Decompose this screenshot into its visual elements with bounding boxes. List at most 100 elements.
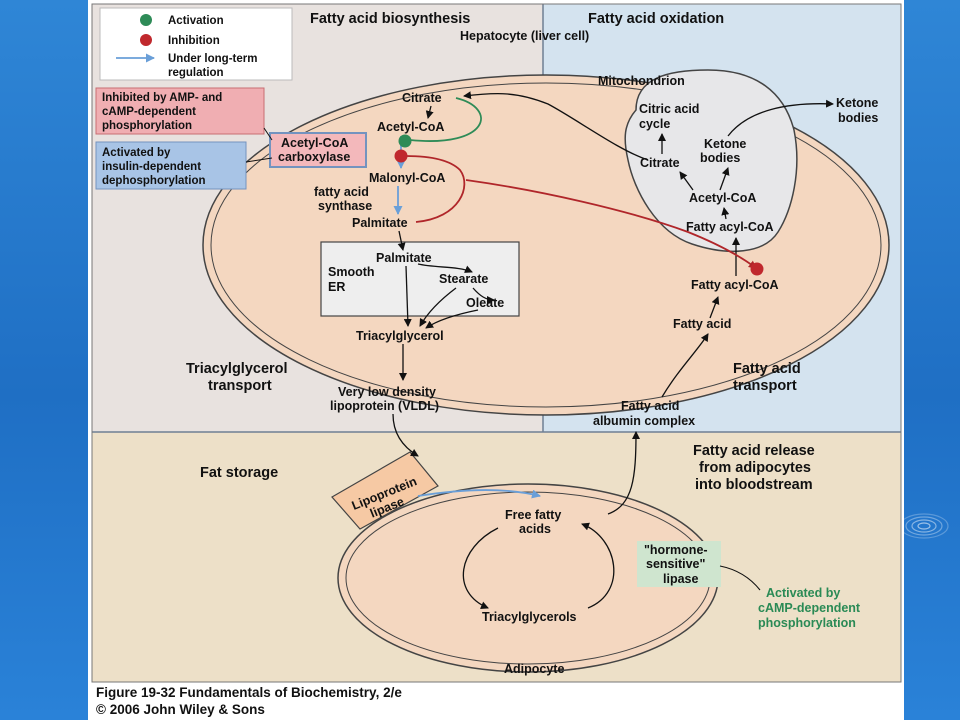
fa-albumin-node-line-2: albumin complex [593,414,695,428]
arrow-albumin-to-fatty-acid [661,333,709,398]
activated-note-box [95,141,247,190]
vldl-node-line-1: Very low density [338,385,436,399]
triacylglycerols-node: Triacylglycerols [482,610,577,624]
fatty-acid-metabolism-figure: Activation Inhibition Under long-term re… [91,3,902,717]
arrow-vldl-to-lipase [392,413,419,457]
tag-transport-header-line-1: Triacylglycerol [186,361,288,377]
legend-regulation-line-2: regulation [168,67,224,79]
arrow-ketone-bodies-to-exit [727,99,834,137]
adipocyte-label: Adipocyte [504,662,564,676]
lipoprotein-lipase-tag: Lipoprotein lipase [331,451,439,530]
arrow-stearate-to-oleate [472,287,495,304]
fatty-acid-node: Fatty acid [673,317,731,331]
mitochondrion-label: Mitochondrion [598,74,685,88]
citric-acid-cycle-line-1: Citric acid [639,102,699,116]
activated-note-line-2: insulin-dependent [102,161,201,173]
inhibited-note-line-3: phosphorylation [102,120,192,132]
arrow-tags-to-ffa-cycle-right [581,522,615,609]
acc-enzyme-line-1: Acetyl-CoA [281,136,348,150]
mito-ketone-bodies-line-2: bodies [700,151,740,165]
stearate-node: Stearate [439,272,488,286]
water-ripple-decoration [902,513,949,539]
mito-acetyl-coa-node: Acetyl-CoA [689,191,756,205]
inhibited-note-box [95,87,265,135]
legend-inhibition: Inhibition [168,35,220,47]
hsl-line-2: sensitive" [646,557,706,571]
arrow-mito-citrate-to-cytosol-citrate [463,91,649,161]
fas-label-line-2: synthase [318,199,372,213]
ketone-bodies-out-line-2: bodies [838,111,878,125]
oxidation-header: Fatty acid oxidation [588,11,724,27]
acetyl-coa-node: Acetyl-CoA [377,120,444,134]
fa-albumin-node-line-1: Fatty acid [621,399,679,413]
smooth-er-box [320,241,520,317]
arrow-ffa-to-albumin [607,431,640,515]
mito-fatty-acyl-coa-node: Fatty acyl-CoA [686,220,774,234]
copyright-line: © 2006 John Wiley & Sons [96,702,265,717]
inhibition-legend-dot [140,34,152,46]
fat-storage-header: Fat storage [200,465,278,481]
hepatocyte-cell-inner-membrane [210,82,882,408]
arrow-palmitate-to-tag [403,265,412,327]
smooth-er-label-line-1: Smooth [328,265,375,279]
inhibition-dot-transport [750,262,764,276]
palmitate-node: Palmitate [352,216,408,230]
free-fatty-acids-line-2: acids [519,522,551,536]
camp-note-line-2: cAMP-dependent [758,601,861,615]
camp-note-line-3: phosphorylation [758,616,856,630]
line-hsl-to-camp-note [719,565,761,591]
hsl-box [637,541,721,587]
activated-note-line-1: Activated by [102,147,171,159]
malonyl-coa-node: Malonyl-CoA [369,171,445,185]
tag-transport-header-line-2: transport [208,378,272,394]
arrow-stearate-to-tag [419,287,457,327]
fa-transport-header-line-1: Fatty acid [733,361,801,377]
activation-dot [398,134,412,148]
arrow-mito-acyl-coa-to-acetyl-coa [721,207,730,220]
inhibited-note-pointer [263,127,273,141]
activated-note-pointer [245,157,273,163]
slide: Activation Inhibition Under long-term re… [88,0,904,720]
arrow-oleate-to-tag [425,309,479,329]
acc-enzyme-line-2: carboxylase [278,150,350,164]
activated-note-line-3: dephosphorylation [102,175,206,187]
hsl-line-3: lipase [663,572,698,586]
camp-note-line-1: Activated by [766,586,840,600]
inhibited-note-line-1: Inhibited by AMP- and [102,92,222,104]
arrow-citrate-to-acetyl-coa [425,105,434,119]
triacylglycerol-node: Triacylglycerol [356,329,444,343]
hsl-line-1: "hormone- [644,543,708,557]
figure-frame [91,3,902,683]
figure-caption: Figure 19-32 Fundamentals of Biochemistr… [96,685,402,700]
inhibited-note-line-2: cAMP-dependent [102,106,196,118]
legend-activation: Activation [168,15,224,27]
legend-box [99,7,293,81]
cyto-fatty-acyl-coa-node: Fatty acyl-CoA [691,278,779,292]
palmitate-inhibition-arc [405,155,466,223]
hepatocyte-label: Hepatocyte (liver cell) [460,29,589,43]
fa-transport-header-line-2: transport [733,378,797,394]
acc-enzyme-box [269,132,367,168]
ketone-bodies-out-line-1: Ketone [836,96,878,110]
release-header-line-2: from adipocytes [699,460,811,476]
malonyl-inhibition-arc [465,179,757,269]
arrow-fatty-acid-to-acyl-coa [709,296,720,319]
activation-legend-dot [140,14,152,26]
mito-ketone-bodies-line-1: Ketone [704,137,746,151]
arrow-lipase-to-ffa [417,489,541,499]
citric-acid-cycle-line-2: cycle [639,117,670,131]
er-palmitate-node: Palmitate [376,251,432,265]
arrow-ffa-to-tags-cycle-left [462,527,499,609]
citrate-activation-arc [409,97,482,142]
release-header-line-1: Fatty acid release [693,443,815,459]
arrow-palmitate-to-er [397,230,406,251]
vldl-node-line-2: lipoprotein (VLDL) [330,399,439,413]
arrow-acetyl-coa-to-ketone-bodies [719,167,730,191]
citrate-node: Citrate [402,91,442,105]
release-header-line-3: into bloodstream [695,477,813,493]
mito-citrate-node: Citrate [640,156,680,170]
free-fatty-acids-line-1: Free fatty [505,508,561,522]
arrow-palmitate-to-stearate [417,263,473,273]
arrow-acetyl-coa-to-mito-citrate [679,171,694,191]
smooth-er-label-line-2: ER [328,280,345,294]
